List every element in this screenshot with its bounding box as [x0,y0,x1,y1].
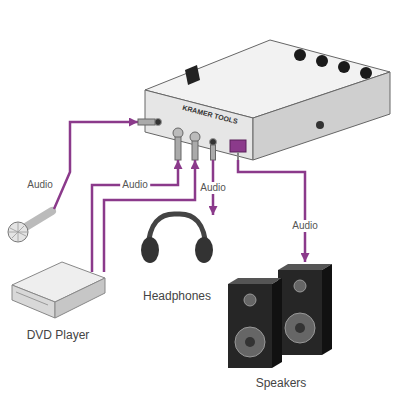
woofer-cap [295,323,305,333]
device-node: Headphones [135,215,219,305]
dvd-slot [16,292,48,305]
dvd-front [12,285,55,318]
signal-label: Audio [27,179,53,191]
device-knob [294,49,306,61]
device-side [253,72,390,160]
device-node: KRAMER TOOLS [145,90,253,160]
audio-cable [104,160,195,272]
signal-label: Audio [290,220,320,232]
power-jack [316,121,324,129]
ear-cup [141,237,159,263]
mic-jack [155,119,162,126]
speaker-wire-end [237,152,239,160]
mic-head [8,222,28,242]
speakers [228,264,332,368]
device-knob [338,61,350,73]
speaker-side [272,278,282,368]
tweeter [294,280,306,292]
device-label: Speakers [256,376,307,392]
mic-handle [24,211,52,228]
device-front [145,90,253,160]
woofer [285,313,315,343]
device-node: Speakers [222,262,340,392]
mic-plug [138,119,155,125]
rca-plug [175,137,181,160]
rca-plug [192,141,198,160]
mic-mesh [8,222,28,242]
microphone [8,211,52,242]
speaker-side [322,264,332,355]
headphone-jack [210,139,217,146]
ear-cup [195,237,213,263]
device-knob [316,55,328,67]
tweeter [244,294,256,306]
device-knob [360,67,372,79]
dvd-side [55,278,105,318]
brand-label: KRAMER TOOLS [182,104,239,126]
signal-label: Audio [198,182,228,194]
device-label: Headphones [143,289,211,305]
woofer-cap [245,337,255,347]
woofer [235,327,265,357]
speaker-front [278,270,322,355]
device-logo [185,65,200,85]
mic-cable [54,122,138,209]
terminal-block [230,140,246,152]
mixer-device [145,40,390,160]
signal-label: Audio [120,179,150,191]
speaker-front [228,284,272,368]
headphone-plug [211,145,216,160]
device-label: DVD Player [27,328,90,344]
headphones [141,214,213,263]
device-node: DVD Player [8,272,108,344]
audio-cable [238,160,305,262]
